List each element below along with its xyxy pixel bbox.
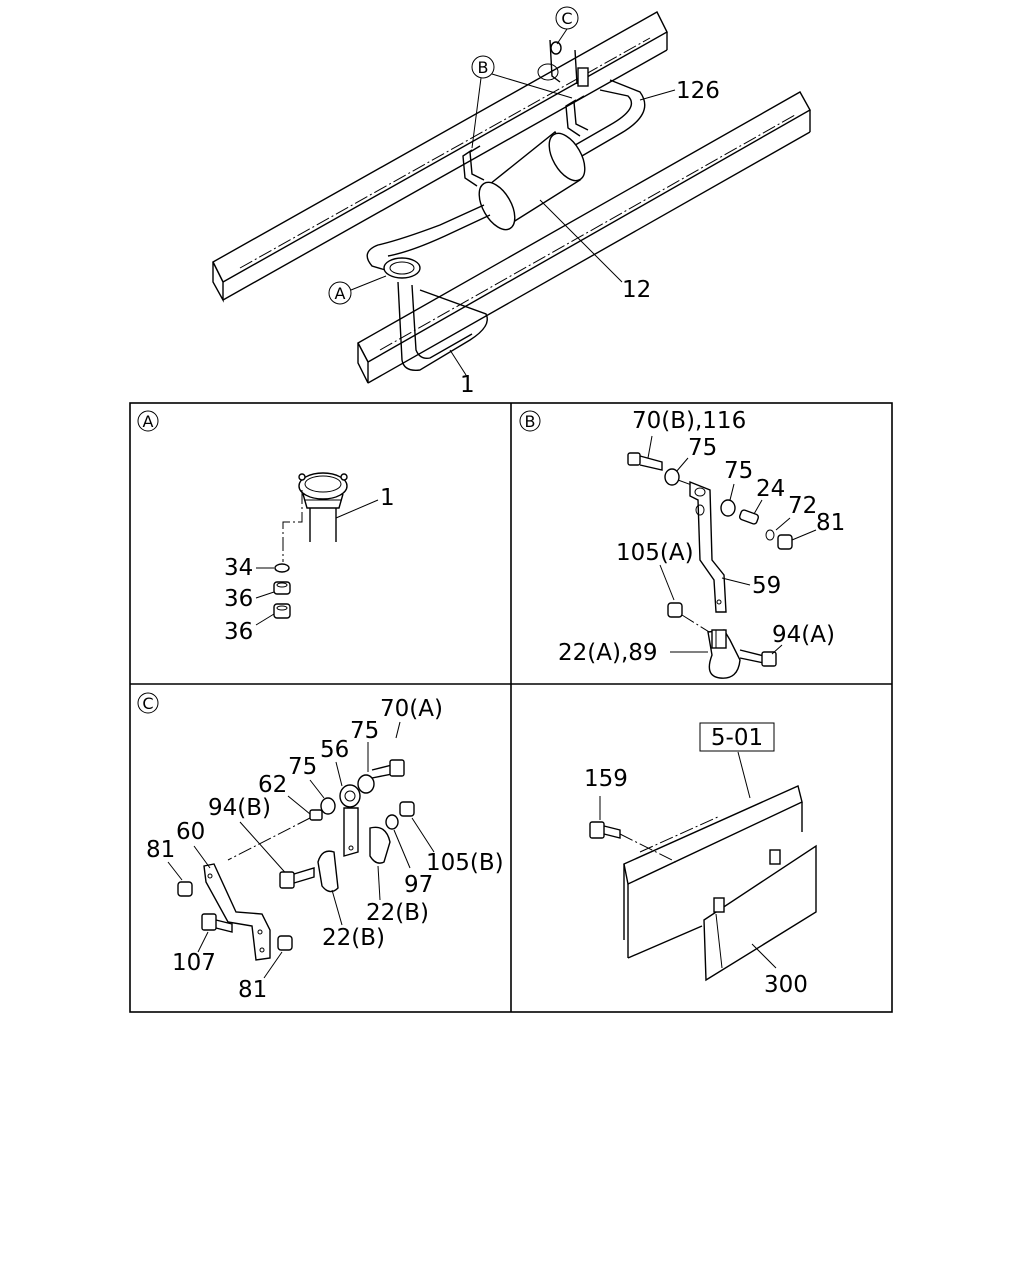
label-b-75-a: 75 <box>688 435 717 461</box>
washer-72 <box>765 529 775 541</box>
bracket-59 <box>689 480 727 613</box>
nut-36-upper <box>273 581 291 595</box>
washer-34 <box>274 563 290 573</box>
label-c-81-top: 81 <box>146 837 175 863</box>
ref-box-label: 5-01 <box>711 725 763 751</box>
callout-a: A <box>335 284 346 303</box>
nut-36-lower <box>273 603 291 619</box>
label-d-300: 300 <box>764 972 808 998</box>
washer-75-a <box>664 468 680 486</box>
hanger-brackets-b <box>462 95 589 187</box>
frame-section <box>623 785 803 959</box>
ref-box <box>699 722 775 752</box>
label-c-70a: 70(A) <box>380 696 443 722</box>
collar-62 <box>309 809 323 821</box>
label-12: 12 <box>622 277 651 303</box>
label-b-81: 81 <box>816 510 845 536</box>
front-pipe-1 <box>366 204 491 371</box>
panel-c: C 70(A) 75 56 75 62 94(B) <box>137 692 504 1003</box>
label-c-75-right: 75 <box>350 718 379 744</box>
label-b-75-b: 75 <box>724 458 753 484</box>
bolt-94b <box>279 867 315 889</box>
label-c-22b-right: 22(B) <box>366 900 429 926</box>
frame-rail-lower <box>357 91 811 384</box>
label-c-105b: 105(B) <box>426 850 504 876</box>
callout-b: B <box>478 58 489 77</box>
label-c-97: 97 <box>404 872 433 898</box>
label-c-56: 56 <box>320 737 349 763</box>
nut-81 <box>777 534 793 550</box>
label-b-59: 59 <box>752 573 781 599</box>
washer-75-right <box>357 774 375 794</box>
panel-a-tag: A <box>143 412 154 431</box>
label-c-107: 107 <box>172 950 216 976</box>
tail-pipe-126 <box>569 79 646 161</box>
callout-c: C <box>561 9 572 28</box>
pipe-flange <box>298 472 348 542</box>
washer-75-left <box>320 797 336 815</box>
washer-75-b <box>720 499 736 517</box>
bracket-60 <box>203 863 271 961</box>
label-c-22b-left: 22(B) <box>322 925 385 951</box>
washer-97 <box>385 814 399 830</box>
panel-d: 5-01 159 300 <box>584 722 817 998</box>
bolt-94a <box>739 649 777 667</box>
label-126: 126 <box>676 78 720 104</box>
panel-b: B 70(B),116 75 75 24 72 81 59 105(A) <box>519 408 845 679</box>
label-b-22a-89: 22(A),89 <box>558 640 658 666</box>
clamp-22a-89 <box>707 629 741 679</box>
overview-assembly: C B A 126 12 1 <box>212 6 811 398</box>
collar-24 <box>738 509 760 525</box>
clamp-half-22b-left <box>317 850 339 893</box>
bolt-159 <box>589 821 621 839</box>
label-b-72: 72 <box>788 493 817 519</box>
label-a-36-lower: 36 <box>224 619 253 645</box>
label-d-159: 159 <box>584 766 628 792</box>
nut-105a <box>667 602 683 618</box>
bolt-70b <box>627 452 663 471</box>
nut-81-top <box>177 881 193 897</box>
link-plate <box>343 807 359 857</box>
hanger-bracket-c <box>537 39 589 87</box>
label-c-75-left: 75 <box>288 754 317 780</box>
panel-c-tag: C <box>142 694 153 713</box>
heat-shield-300 <box>703 844 817 982</box>
bolt-70a <box>371 759 405 779</box>
nut-81-bottom <box>277 935 293 951</box>
label-c-81-bottom: 81 <box>238 977 267 1003</box>
panel-b-tag: B <box>525 412 536 431</box>
bushing-56 <box>339 784 361 808</box>
label-b-105a: 105(A) <box>616 540 694 566</box>
label-a-1: 1 <box>380 485 395 511</box>
label-1: 1 <box>460 372 475 398</box>
label-b-70b-116: 70(B),116 <box>632 408 746 434</box>
label-c-94b: 94(B) <box>208 795 271 821</box>
detail-grid <box>129 402 893 1013</box>
label-c-62: 62 <box>258 772 287 798</box>
label-b-24: 24 <box>756 476 785 502</box>
label-b-94a: 94(A) <box>772 622 835 648</box>
muffler-12 <box>478 130 586 231</box>
callout-b-circle <box>471 55 495 79</box>
callout-a-circle <box>328 281 352 305</box>
label-a-34: 34 <box>224 555 253 581</box>
label-a-36-upper: 36 <box>224 586 253 612</box>
nut-105b <box>399 801 415 817</box>
label-c-60: 60 <box>176 819 205 845</box>
bolt-107 <box>201 913 233 933</box>
frame-rail-upper <box>212 11 668 303</box>
clamp-half-22b-right <box>369 826 391 864</box>
panel-a: A 1 34 36 36 <box>137 410 395 645</box>
